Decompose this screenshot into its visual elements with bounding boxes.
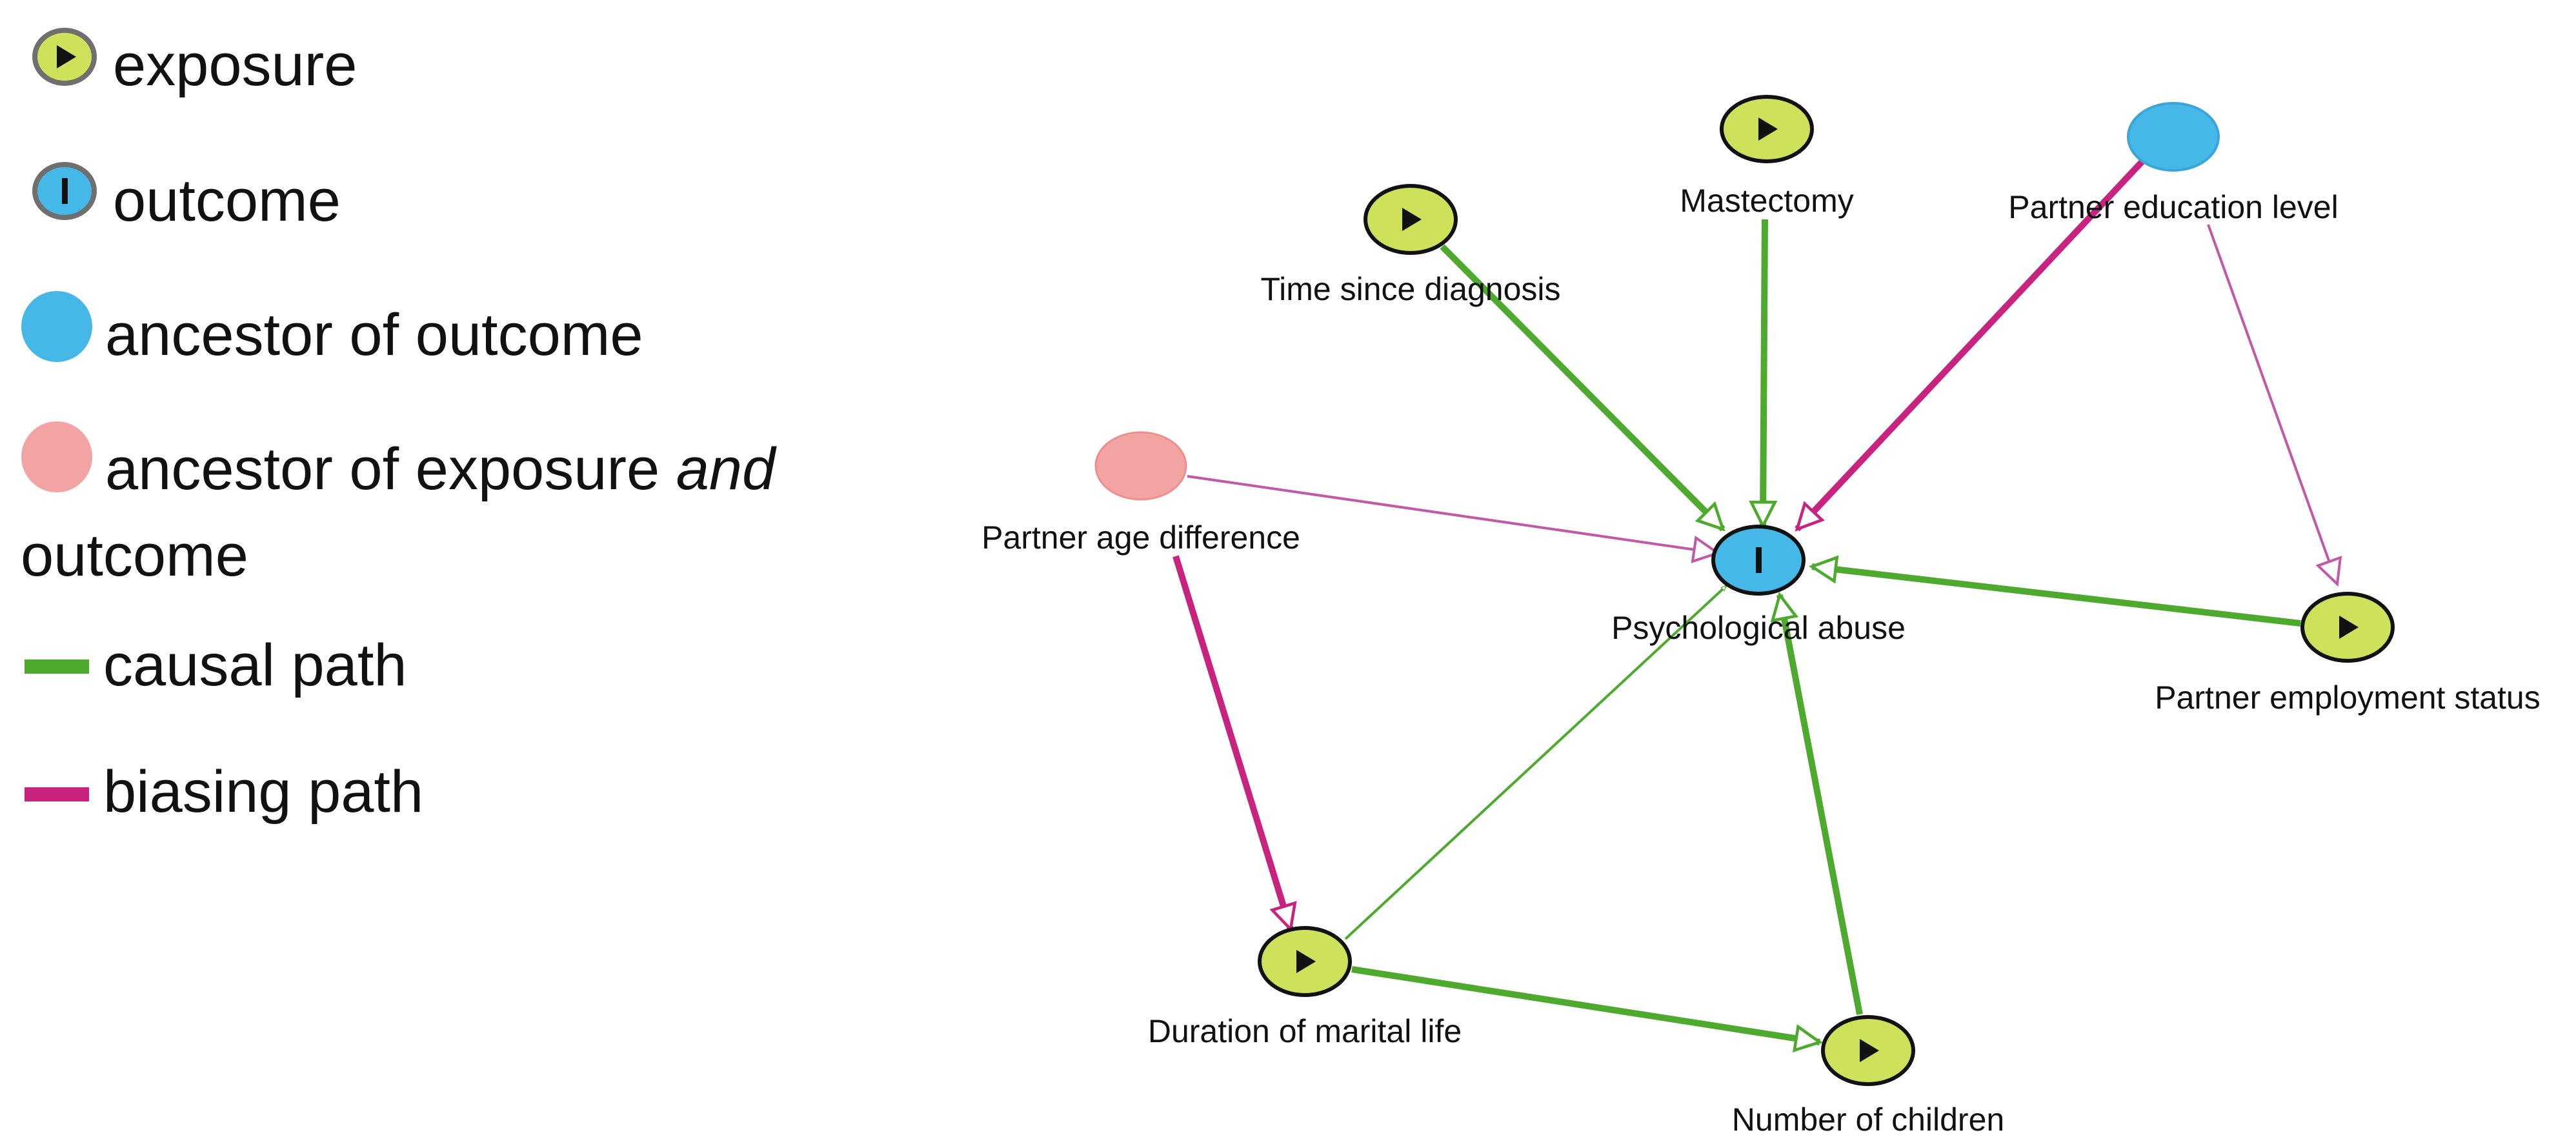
legend-label-ancestor-both-line2: outcome: [21, 523, 248, 589]
node-partner-education[interactable]: Partner education level: [2008, 102, 2339, 225]
play-icon: [1758, 117, 1778, 141]
legend-label-biasing-path: biasing path: [103, 759, 423, 825]
edge-duration-marital-life-to-psychological-abuse: [1344, 585, 1727, 940]
node-partner-employment[interactable]: Partner employment status: [2155, 592, 2541, 716]
exposure-icon: [32, 28, 97, 86]
outcome-icon: [32, 162, 97, 220]
ancestor-both-icon: [21, 421, 92, 492]
node-label-mastectomy: Mastectomy: [1680, 183, 1854, 219]
edge-partner-age-difference-to-psychological-abuse: [1187, 475, 1721, 563]
edges: [1172, 159, 2342, 1042]
node-duration-marital-life[interactable]: Duration of marital life: [1148, 926, 1462, 1049]
legend-item-ancestor-both: ancestor of exposure and outcome: [21, 421, 777, 589]
legend-label-outcome: outcome: [113, 168, 341, 234]
node-label-partner-employment: Partner employment status: [2155, 680, 2541, 716]
play-icon: [2339, 616, 2359, 639]
play-icon: [1402, 208, 1422, 231]
legend-label-ancestor-both: ancestor of exposure and: [105, 436, 777, 502]
outcome-bar-icon: [1756, 547, 1762, 573]
play-icon: [1860, 1039, 1879, 1062]
node-label-duration-marital-life: Duration of marital life: [1148, 1013, 1462, 1049]
node-label-partner-age-difference: Partner age difference: [981, 519, 1300, 556]
node-number-of-children[interactable]: Number of children: [1732, 1015, 2004, 1138]
legend-label-ancestor-both-emph: and: [676, 436, 777, 502]
legend-label-causal-path: causal path: [103, 632, 407, 698]
nodes: Mastectomy Time since diagnosis Partner …: [981, 95, 2541, 1138]
node-mastectomy[interactable]: Mastectomy: [1680, 95, 1854, 219]
node-partner-age-difference[interactable]: Partner age difference: [981, 431, 1300, 556]
legend-label-ancestor-outcome: ancestor of outcome: [105, 302, 643, 368]
legend-item-exposure: exposure: [32, 28, 357, 98]
ancestor-both-icon: [1094, 431, 1187, 501]
node-label-number-of-children: Number of children: [1732, 1102, 2004, 1138]
edge-time-since-diagnosis-to-psychological-abuse: [1440, 244, 1723, 529]
legend: exposure outcome ancestor of outcome anc…: [21, 28, 777, 825]
play-icon: [1296, 950, 1316, 973]
edge-partner-age-difference-to-duration-marital-life: [1172, 555, 1291, 929]
legend-item-biasing-path: biasing path: [25, 759, 423, 825]
legend-label-exposure: exposure: [113, 32, 357, 98]
node-psychological-abuse[interactable]: Psychological abuse: [1611, 525, 1906, 646]
ancestor-outcome-icon: [2127, 102, 2220, 172]
ancestor-outcome-icon: [21, 291, 92, 362]
legend-item-causal-path: causal path: [25, 632, 407, 698]
edge-partner-employment-to-psychological-abuse: [1812, 567, 2301, 627]
node-label-time-since-diagnosis: Time since diagnosis: [1260, 271, 1560, 307]
causal-path-swatch: [25, 660, 89, 674]
edge-number-of-children-to-psychological-abuse: [1780, 595, 1863, 1015]
node-label-psychological-abuse: Psychological abuse: [1611, 610, 1906, 646]
legend-label-ancestor-both-part1: ancestor of exposure: [105, 436, 676, 502]
legend-item-outcome: outcome: [32, 162, 341, 234]
edge-partner-education-to-partner-employment: [2207, 224, 2342, 587]
edge-duration-marital-life-to-number-of-children: [1351, 966, 1820, 1042]
edge-partner-education-to-psychological-abuse: [1795, 159, 2145, 529]
edge-mastectomy-to-psychological-abuse: [1763, 219, 1765, 526]
node-label-partner-education: Partner education level: [2008, 189, 2338, 225]
node-time-since-diagnosis[interactable]: Time since diagnosis: [1260, 184, 1561, 307]
biasing-path-swatch: [25, 787, 89, 801]
legend-item-ancestor-outcome: ancestor of outcome: [21, 291, 643, 368]
